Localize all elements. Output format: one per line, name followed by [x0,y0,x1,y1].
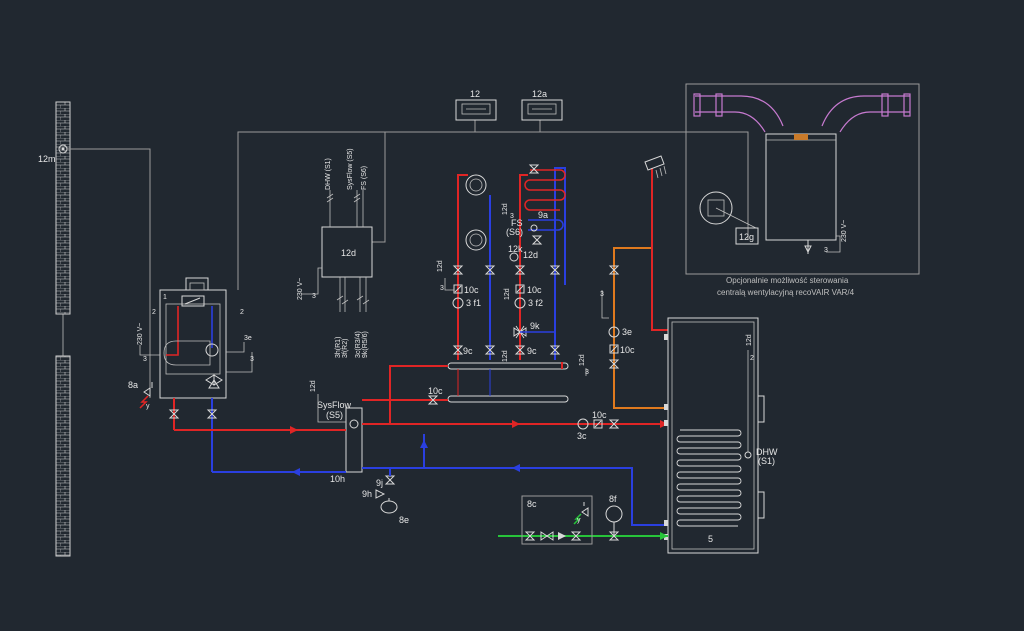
label-12d-c: 12d [523,250,538,260]
label-9c-a: 9c [463,346,473,356]
label-12g: 12g [739,232,754,242]
boiler-wiring: 2 2 230 V~ 3 3e 3 8a y [128,309,254,410]
label-8e: 8e [399,515,409,525]
label-3-d: 3 [585,369,589,376]
label-12d-b: 12d [502,203,509,215]
label-3e-boiler: 3e [244,335,252,342]
label-8c: 8c [527,499,537,509]
dhw-circulation-circuit: 3e 3 10c [600,155,668,409]
label-3-vent: 3 [824,247,828,254]
label-y-8c: y [577,517,581,524]
label-9k-box: 9k(R5/6) [362,331,369,358]
label-dhw-s1-vert: DHW (S1) [325,158,332,190]
room-controller-12a: 12a [521,89,563,121]
label-8a: 8a [128,380,138,390]
distribution-manifold [447,362,569,403]
label-s5: (S5) [326,410,343,420]
label-230v-vent: 230 V~ [841,220,848,242]
room-controller-12: 12 [455,89,497,121]
label-12d-a: 12d [437,260,444,272]
label-2a: 2 [152,309,156,316]
label-5: 5 [708,534,713,544]
label-9c-b: 9c [527,346,537,356]
label-3c-pump: 3c [577,431,587,441]
label-dhw: DHW [756,447,778,457]
label-1: 1 [163,294,167,301]
label-12d-tank: 12d [746,334,753,346]
label-12m: 12m [38,154,56,164]
label-3-b: 3 [510,213,514,220]
label-3-a: 3 [440,285,444,292]
dhw-storage-tank-5: DHW (S1) 12d 2 5 [664,317,778,554]
label-3f1: 3 f1 [466,298,481,308]
label-3-mid: 3 [312,293,316,300]
label-12: 12 [470,89,480,99]
label-3-e: 3 [600,291,604,298]
label-12k: 12k [508,244,523,254]
label-10h: 10h [330,474,345,484]
label-12d-e: 12d [502,350,509,362]
label-9k: 9k [530,321,540,331]
note-line-2: centralą wentylacyjną recoVAIR VAR/4 [717,288,855,297]
boiler-service-valves [168,409,218,419]
cold-water-inlet-group: 8c y 8f [498,494,668,545]
label-s6: (S6) [506,227,523,237]
label-2-tank: 2 [750,355,754,362]
ventilation-option-frame: Opcjonalnie możliwość sterowania central… [685,83,920,297]
label-12a: 12a [532,89,547,99]
boiler-unit-1: 1 [149,277,227,472]
label-10c-d: 10c [592,410,607,420]
label-12d-box: 12d [341,248,356,258]
label-3b: 3 [250,356,254,363]
ventilation-unit-recovair: 12g 230 V~ 3 [693,93,911,254]
label-s1: (S1) [758,456,775,466]
label-fs-vert: FS (S6) [361,166,368,190]
label-12d-d: 12d [504,288,511,300]
label-y-8a: y [146,403,150,410]
label-fs: FS [511,218,523,228]
heating-circuit-right: 12d 3 FS (S6) 9a 12k 12d 10c 3 f2 12d 9k… [502,164,566,362]
label-3e-circ: 3e [622,327,632,337]
label-2b: 2 [240,309,244,316]
label-8f: 8f [609,494,617,504]
label-9j: 9j [376,478,383,488]
label-12d-g: 12d [579,354,586,366]
hydraulic-separator-10h: SysFlow (S5) 12d 10h 9j 9h 8e [310,380,409,525]
bypass-valve-10c: 10c [427,386,443,405]
label-10c-a: 10c [464,285,479,295]
heating-circuit-left: 10c 3 f1 9c 12d 3 [437,174,496,360]
main-pipes [174,362,668,526]
label-9h: 9h [362,489,372,499]
boiler-three-way-valve [205,374,223,389]
label-3h: 3h(R1) [335,337,342,358]
wall [55,101,71,557]
label-230v-mid: 230 V~ [297,278,304,300]
label-9a: 9a [538,210,548,220]
note-line-1: Opcjonalnie możliwość sterowania [726,276,849,285]
label-3a: 3 [143,356,147,363]
label-12d-f: 12d [310,380,317,392]
dhw-charging-pump-3c: 12d 3 3c 10c [577,354,620,441]
label-10c-c: 10c [428,386,443,396]
label-10c-e: 10c [620,345,635,355]
label-3f2: 3 f2 [528,298,543,308]
control-wiring [67,120,749,290]
label-10c-b: 10c [527,285,542,295]
label-230v-left: 230 V~ [137,323,144,345]
label-sysflow: SysFlow [317,400,352,410]
label-3f: 3f(R2) [342,339,349,358]
label-sysflow-vert: SysFlow (S5) [347,148,354,190]
label-3c: 3c(R3/4) [355,331,362,358]
control-module-12d: 12d DHW (S1) SysFlow (S5) FS (S6) 230 V~… [297,148,373,358]
